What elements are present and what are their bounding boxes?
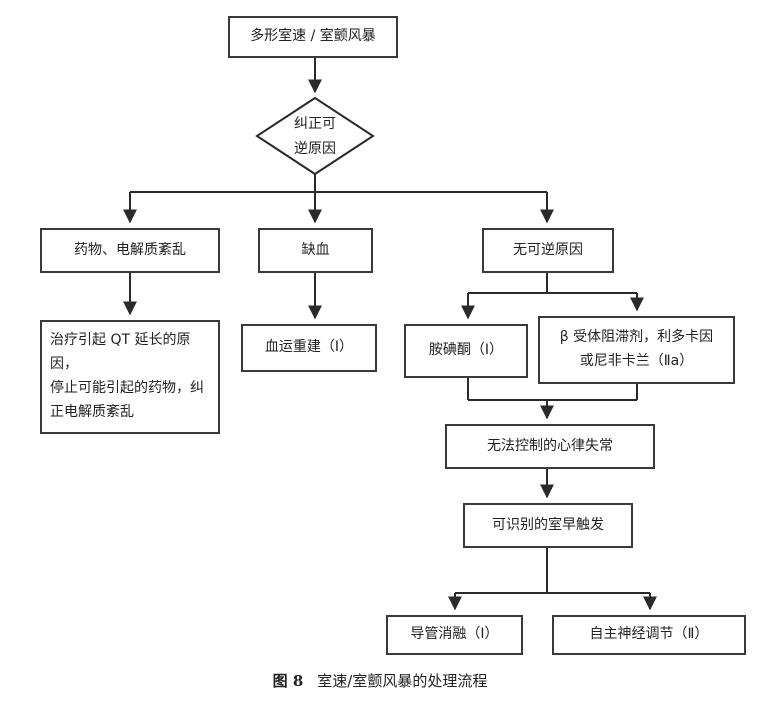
- node-no-reversible-cause: 无可逆原因: [482, 228, 614, 273]
- node-beta-blocker: β 受体阻滞剂，利多卡因 或尼非卡兰（Ⅱa）: [538, 316, 735, 384]
- figure-number: 图 8: [272, 672, 304, 690]
- node-identifiable-pvc-trigger: 可识别的室早触发: [463, 503, 633, 548]
- node-catheter-ablation: 导管消融（Ⅰ）: [386, 615, 523, 655]
- node-start: 多形室速 / 室颤风暴: [228, 16, 398, 58]
- node-autonomic-modulation: 自主神经调节（Ⅱ）: [552, 615, 746, 655]
- node-drug-electrolyte: 药物、电解质紊乱: [40, 228, 220, 273]
- node-qt-treatment: 治疗引起 QT 延长的原因， 停止可能引起的药物，纠 正电解质紊乱: [40, 320, 220, 434]
- node-amiodarone: 胺碘酮（Ⅰ）: [404, 324, 528, 378]
- figure-title: 室速/室颤风暴的处理流程: [317, 672, 488, 690]
- node-uncontrolled-arrhythmia: 无法控制的心律失常: [445, 424, 655, 469]
- node-revascularization: 血运重建（Ⅰ）: [241, 324, 377, 372]
- figure-caption: 图 8 室速/室颤风暴的处理流程: [0, 670, 760, 691]
- node-ischemia: 缺血: [258, 228, 373, 273]
- node-decision-label: 纠正可 逆原因: [294, 115, 336, 157]
